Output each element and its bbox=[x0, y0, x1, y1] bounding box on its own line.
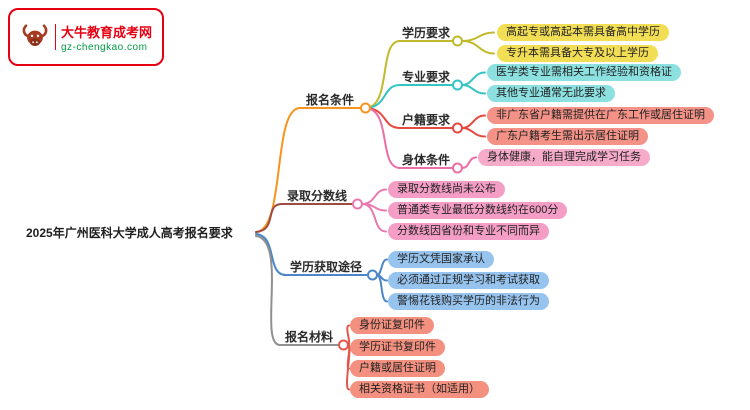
branch-admission-score-line[interactable]: 录取分数线 bbox=[287, 189, 348, 203]
node-circles bbox=[338, 35, 463, 351]
connector-score-leaves bbox=[361, 188, 387, 233]
connector-branch-materials bbox=[255, 235, 339, 346]
connector-material-leaves bbox=[346, 324, 351, 391]
logo-subtitle: gz-chengkao.com bbox=[60, 41, 148, 53]
leaf-node[interactable]: 专升本需具备大专及以上学历 bbox=[497, 45, 658, 62]
leaf-node[interactable]: 身体健康，能自理完成学习任务 bbox=[478, 149, 650, 166]
subbranch-major-requirement[interactable]: 专业要求 bbox=[402, 70, 451, 84]
connector-path-leaves bbox=[376, 258, 388, 303]
subbranch-physical-condition[interactable]: 身体条件 bbox=[402, 153, 451, 167]
leaf-node[interactable]: 普通类专业最低分数线约在600分 bbox=[388, 202, 568, 219]
leaf-node[interactable]: 学历证书复印件 bbox=[350, 339, 445, 356]
leaf-node[interactable]: 高起专或高起本需具备高中学历 bbox=[497, 24, 669, 41]
leaf-node[interactable]: 医学类专业需相关工作经验和资格证 bbox=[487, 64, 681, 81]
leaf-node[interactable]: 身份证复印件 bbox=[350, 317, 434, 334]
logo-title: 大牛教育成考网 bbox=[60, 24, 152, 40]
logo-divider bbox=[54, 24, 56, 50]
leaf-node[interactable]: 学历文凭国家承认 bbox=[388, 251, 494, 268]
branch-registration-materials[interactable]: 报名材料 bbox=[285, 330, 334, 344]
connector-branch-conditions bbox=[255, 107, 361, 233]
connector-major-requirement bbox=[365, 71, 486, 109]
site-logo[interactable]: 大牛教育成考网 gz-chengkao.com bbox=[8, 8, 164, 66]
leaf-node[interactable]: 相关资格证书（如适用） bbox=[350, 381, 489, 398]
leaf-node[interactable]: 广东户籍考生需出示居住证明 bbox=[487, 128, 648, 145]
branch-education-acquisition[interactable]: 学历获取途径 bbox=[290, 260, 363, 274]
leaf-node[interactable]: 分数线因省份和专业不同而异 bbox=[388, 223, 549, 240]
connector-branch-score bbox=[255, 203, 353, 233]
leaf-node[interactable]: 其他专业通常无此要求 bbox=[487, 85, 615, 102]
leaf-node[interactable]: 必须通过正规学习和考试获取 bbox=[388, 272, 549, 289]
leaf-node[interactable]: 警惕花钱购买学历的非法行为 bbox=[388, 293, 549, 310]
leaf-node[interactable]: 录取分数线尚未公布 bbox=[388, 181, 505, 198]
subbranch-household-requirement[interactable]: 户籍要求 bbox=[402, 113, 451, 127]
leaf-node[interactable]: 户籍或居住证明 bbox=[350, 360, 445, 377]
central-topic[interactable]: 2025年广州医科大学成人高考报名要求 bbox=[26, 226, 233, 240]
connector-physical-condition bbox=[365, 107, 477, 169]
connector-branch-path bbox=[255, 233, 368, 276]
branch-registration-conditions[interactable]: 报名条件 bbox=[306, 93, 355, 107]
bull-logo-icon bbox=[22, 24, 48, 46]
connector-education-requirement bbox=[365, 31, 495, 109]
subbranch-education-requirement[interactable]: 学历要求 bbox=[402, 26, 451, 40]
leaf-node[interactable]: 非广东省户籍需提供在广东工作或居住证明 bbox=[487, 107, 714, 124]
